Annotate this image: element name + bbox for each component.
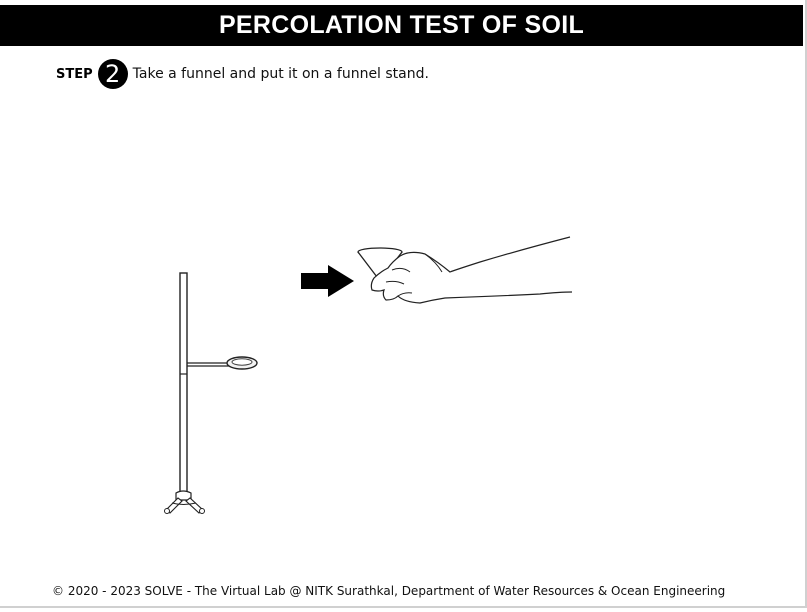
- hand-outline: [370, 236, 573, 304]
- funnel[interactable]: [357, 247, 403, 290]
- page-title: PERCOLATION TEST OF SOIL: [0, 5, 803, 46]
- step-label: STEP: [56, 66, 93, 82]
- step-instruction: STEP 2 Take a funnel and put it on a fun…: [56, 59, 429, 89]
- funnel-in-hand[interactable]: [357, 236, 573, 304]
- step-number-badge: 2: [97, 59, 128, 89]
- funnel-stand[interactable]: [164, 272, 258, 514]
- arrow-right-icon: [301, 265, 354, 297]
- footer-copyright: © 2020 - 2023 SOLVE - The Virtual Lab @ …: [52, 584, 726, 598]
- step-text: Take a funnel and put it on a funnel sta…: [132, 66, 429, 82]
- stand-rod: [179, 272, 188, 499]
- stand-base: [164, 490, 205, 514]
